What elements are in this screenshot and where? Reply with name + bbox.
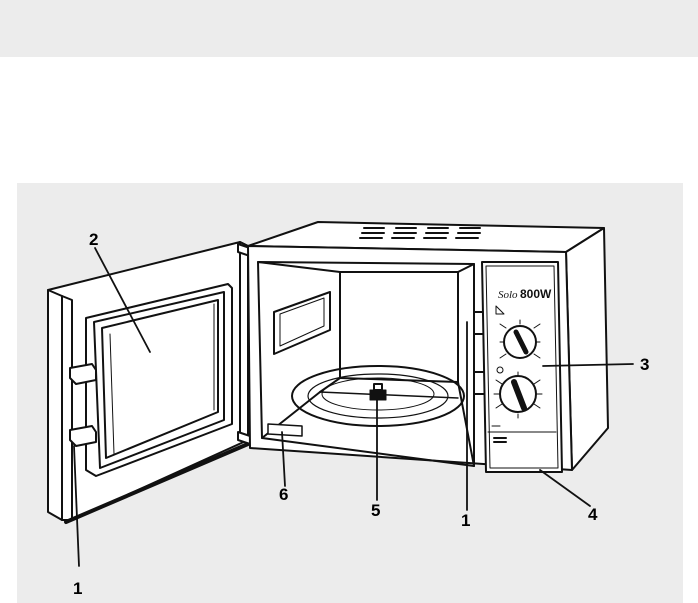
callout-2: 2 <box>89 230 98 249</box>
brand-power: 800W <box>520 287 552 301</box>
callout-5: 5 <box>371 501 380 520</box>
brand-script: Solo <box>498 289 518 301</box>
callout-3: 3 <box>640 355 649 374</box>
open-door <box>48 242 248 522</box>
callout-1-left: 1 <box>73 579 82 598</box>
callout-6: 6 <box>279 485 288 504</box>
callout-1-right: 1 <box>461 511 470 530</box>
waveguide-cover <box>268 424 302 436</box>
callout-4: 4 <box>588 505 598 524</box>
